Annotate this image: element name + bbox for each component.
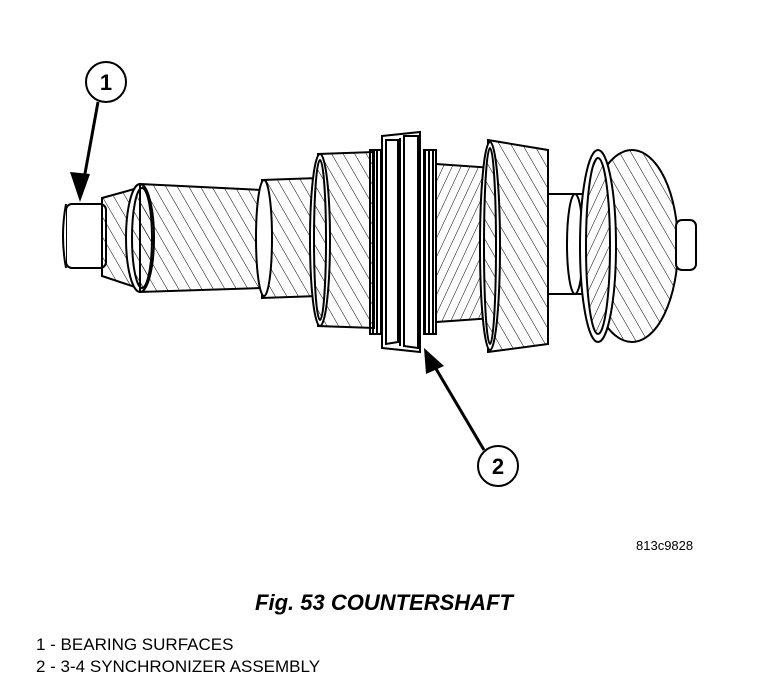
countershaft-illustration: 1 2 bbox=[62, 61, 697, 487]
figure-image-id: 813c9828 bbox=[636, 538, 694, 553]
left-bearing-surface bbox=[65, 203, 107, 269]
callout-1: 1 bbox=[70, 61, 127, 202]
left-gear-face bbox=[131, 187, 153, 289]
svg-text:1: 1 bbox=[100, 70, 112, 95]
synchronizer-assembly bbox=[369, 130, 437, 354]
right-bearing-surface bbox=[675, 219, 697, 271]
svg-text:2: 2 bbox=[492, 454, 504, 479]
legend-item: 1 - BEARING SURFACES bbox=[36, 635, 234, 654]
legend-item: 2 - 3-4 SYNCHRONIZER ASSEMBLY bbox=[36, 657, 321, 676]
countershaft-drawing bbox=[62, 130, 697, 354]
callout-2: 2 bbox=[424, 348, 519, 487]
figure-legend: 1 - BEARING SURFACES 2 - 3-4 SYNCHRONIZE… bbox=[36, 634, 320, 678]
figure-caption: Fig. 53 COUNTERSHAFT bbox=[255, 590, 513, 615]
